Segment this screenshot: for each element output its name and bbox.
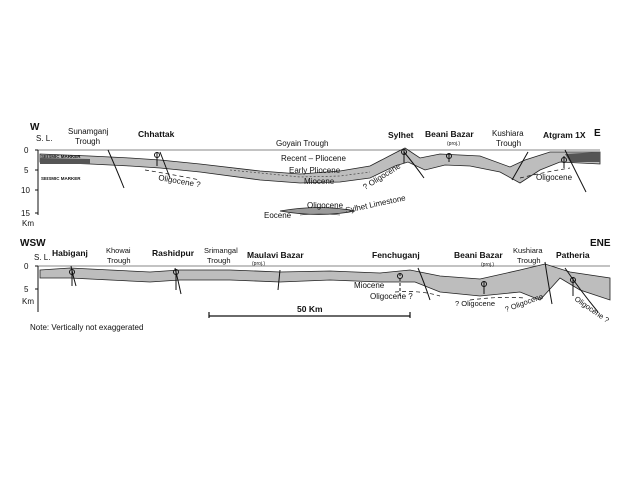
vertical-exaggeration-note: Note: Vertically not exaggerated <box>30 323 143 332</box>
well-symbol-beani-bazar-2 <box>481 281 487 294</box>
unit-miocene: Miocene <box>304 177 335 186</box>
section-2: WSW ENE S. L. 0 5 Km Habiganj Khowai Tro… <box>20 238 611 325</box>
well-symbol-rashidpur <box>173 269 179 290</box>
locality-patheria: Patheria <box>556 250 590 260</box>
wsw-direction-label: WSW <box>20 238 46 249</box>
unit-oligocene-fenchuganj: Oligocene ? <box>370 292 413 301</box>
fault-line <box>564 267 599 313</box>
locality-srimangal-sub: Trough <box>207 256 231 265</box>
atgram-dark-zone <box>565 152 600 162</box>
unit-sylhet-limestone: Sylhet Limestone <box>345 193 407 215</box>
depth-label-10: 10 <box>21 186 30 195</box>
fault-line <box>70 265 77 287</box>
oligocene-contact <box>394 291 441 297</box>
locality-beani-bazar-sub: (proj.) <box>447 141 460 147</box>
locality-atgram: Atgram 1X <box>543 130 586 140</box>
locality-fenchuganj: Fenchuganj <box>372 250 420 260</box>
depth-unit-label: Km <box>22 219 34 228</box>
unit-oligocene-beani: ? Oligocene <box>455 299 495 308</box>
depth-unit-label-2: Km <box>22 297 34 306</box>
fault-line <box>564 149 587 193</box>
depth-label-0-2: 0 <box>24 262 29 271</box>
well-symbol-sylhet <box>401 149 407 163</box>
scale-bar-label: 50 Km <box>297 304 323 314</box>
east-direction-label: E <box>594 128 601 139</box>
unit-early-pliocene: Early Pliocene <box>289 166 341 175</box>
locality-kushiara-2: Kushiara <box>513 246 543 255</box>
oligocene-lens <box>279 207 356 215</box>
sea-level-label-2: S. L. <box>34 253 50 262</box>
locality-kushiara-sub: Trough <box>496 139 521 148</box>
locality-kushiara: Kushiara <box>492 129 524 138</box>
fault-line <box>159 151 171 179</box>
locality-maulavi-bazar: Maulavi Bazar <box>247 250 304 260</box>
locality-kushiara-2-sub: Trough <box>517 256 541 265</box>
oligocene-contact <box>144 169 201 181</box>
depth-label-5: 5 <box>24 166 29 175</box>
locality-sylhet: Sylhet <box>388 130 414 140</box>
sea-level-label: S. L. <box>36 134 52 143</box>
seismic-marker-label-1: SEISMIC MARKER <box>41 154 81 159</box>
oligocene-contact <box>469 296 526 301</box>
fault-line <box>277 269 281 291</box>
pliocene-boundary <box>229 169 371 178</box>
west-direction-label: W <box>30 122 40 133</box>
unit-oligocene-patheria: Oligocene ? <box>573 294 611 324</box>
fault-line <box>417 267 431 301</box>
locality-srimangal: Srimangal <box>204 246 238 255</box>
depth-label-0: 0 <box>24 146 29 155</box>
locality-khowai: Khowai <box>106 246 131 255</box>
unit-oligocene-left: Oligocene ? <box>158 173 202 189</box>
locality-khowai-sub: Trough <box>107 256 131 265</box>
unit-miocene-2: Miocene <box>354 281 385 290</box>
locality-sunamganj-sub: Trough <box>75 137 100 146</box>
unit-oligocene-kushiara: ? Oligocene <box>504 292 545 314</box>
locality-sunamganj: Sunamganj <box>68 127 109 136</box>
locality-beani-bazar: Beani Bazar <box>425 129 474 139</box>
unit-eocene: Eocene <box>264 211 292 220</box>
locality-beani-bazar-2: Beani Bazar <box>454 250 503 260</box>
section-1: W E S. L. 0 5 10 15 Km SEISMIC MARKER SE… <box>21 122 601 228</box>
fault-line <box>544 261 553 305</box>
locality-rashidpur: Rashidpur <box>152 248 195 258</box>
sedimentary-layer-band-2 <box>39 263 611 301</box>
sedimentary-layer-band <box>39 147 601 184</box>
locality-goyain-trough: Goyain Trough <box>276 139 328 148</box>
ene-direction-label: ENE <box>590 238 611 249</box>
unit-recent-pliocene: Recent – Pliocene <box>281 154 346 163</box>
locality-beani-bazar-2-sub: (proj.) <box>481 262 494 268</box>
depth-label-5-2: 5 <box>24 285 29 294</box>
depth-label-15: 15 <box>21 209 30 218</box>
seismic-marker-label-2: SEISMIC MARKER <box>41 176 81 181</box>
well-symbol-chhattak <box>154 152 160 166</box>
unit-oligocene-right: Oligocene <box>536 173 573 182</box>
locality-chhattak: Chhattak <box>138 129 175 139</box>
locality-maulavi-bazar-sub: (proj.) <box>252 261 265 267</box>
well-symbol-habiganj <box>69 269 75 286</box>
seismic-marker-zone <box>40 158 90 164</box>
unit-oligocene-lens: Oligocene <box>307 201 344 210</box>
locality-habiganj: Habiganj <box>52 248 88 258</box>
well-symbol-fenchuganj <box>397 273 403 296</box>
well-symbol-beani-bazar <box>446 153 452 162</box>
scale-bar <box>208 312 411 318</box>
well-symbol-atgram <box>561 156 567 168</box>
well-symbol-patheria <box>570 277 576 296</box>
fault-line <box>107 149 125 189</box>
eocene-line <box>299 213 341 216</box>
fault-line <box>511 151 529 181</box>
